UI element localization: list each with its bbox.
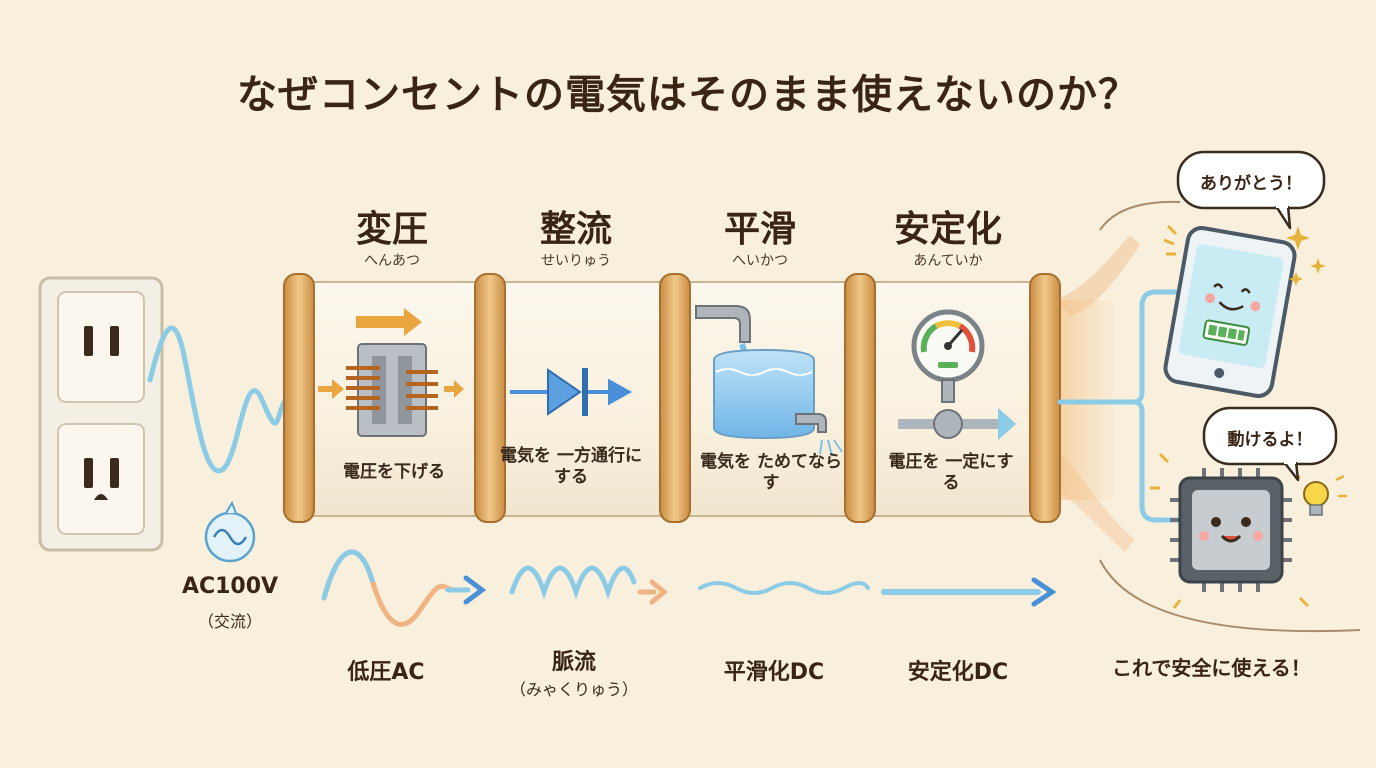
source-sub: （交流）	[197, 612, 262, 631]
chip-bubble-text: 動けるよ！	[1227, 430, 1313, 450]
outlet-icon	[38, 276, 164, 552]
step-1-ruby: へんあつ	[364, 253, 420, 269]
step-1-name: 変圧	[355, 209, 428, 250]
low-ac-wave	[321, 549, 455, 627]
output-2-sub: （みゃくりゅう）	[509, 680, 638, 699]
tube-rings	[283, 273, 1061, 523]
ac-wave	[147, 325, 288, 474]
step-2-ruby: せいりゅう	[541, 253, 611, 269]
smoothed-dc-wave	[698, 581, 870, 595]
output-3-label: 平滑化DC	[723, 660, 825, 685]
step-4-ruby: あんていか	[913, 253, 983, 269]
conclusion-text: これで安全に使える！	[1112, 656, 1311, 680]
pulsating-wave	[509, 565, 637, 600]
phone-speech-bubble	[1176, 150, 1326, 230]
smartphone-icon	[1163, 226, 1297, 398]
step-2-name: 整流	[539, 209, 612, 250]
step-3-ruby: へいかつ	[732, 253, 788, 269]
step-3-name: 平滑	[723, 209, 796, 250]
step-4-name: 安定化	[893, 209, 1002, 250]
step-1-action: 電圧を下げる	[343, 462, 445, 482]
output-waveforms	[321, 549, 1057, 627]
transformer-icon	[318, 308, 464, 437]
step-4-action: 電圧を 一定にする	[888, 452, 1014, 493]
diode-icon	[510, 368, 633, 416]
page-title: なぜコンセントの電気はそのまま使えないのか？	[237, 72, 1139, 118]
ac-sine-icon	[204, 500, 256, 563]
source-label: AC100V	[181, 574, 279, 599]
step-3-action: 電気を ためてならす	[700, 452, 842, 493]
sparkle-icon	[1163, 224, 1326, 286]
output-2-label: 脈流	[551, 650, 596, 675]
lightbulb-icon	[1293, 471, 1347, 516]
step-2-action: 電気を 一方通行にする	[500, 446, 642, 487]
output-1-label: 低圧AC	[347, 660, 425, 685]
output-wires	[1057, 289, 1193, 523]
water-tank-icon	[695, 305, 843, 457]
output-4-label: 安定化DC	[907, 660, 1009, 685]
chip-speech-bubble	[1202, 406, 1338, 482]
chip-icon	[1150, 452, 1310, 609]
phone-bubble-text: ありがとう！	[1200, 174, 1302, 194]
gauge-icon	[898, 309, 1016, 440]
